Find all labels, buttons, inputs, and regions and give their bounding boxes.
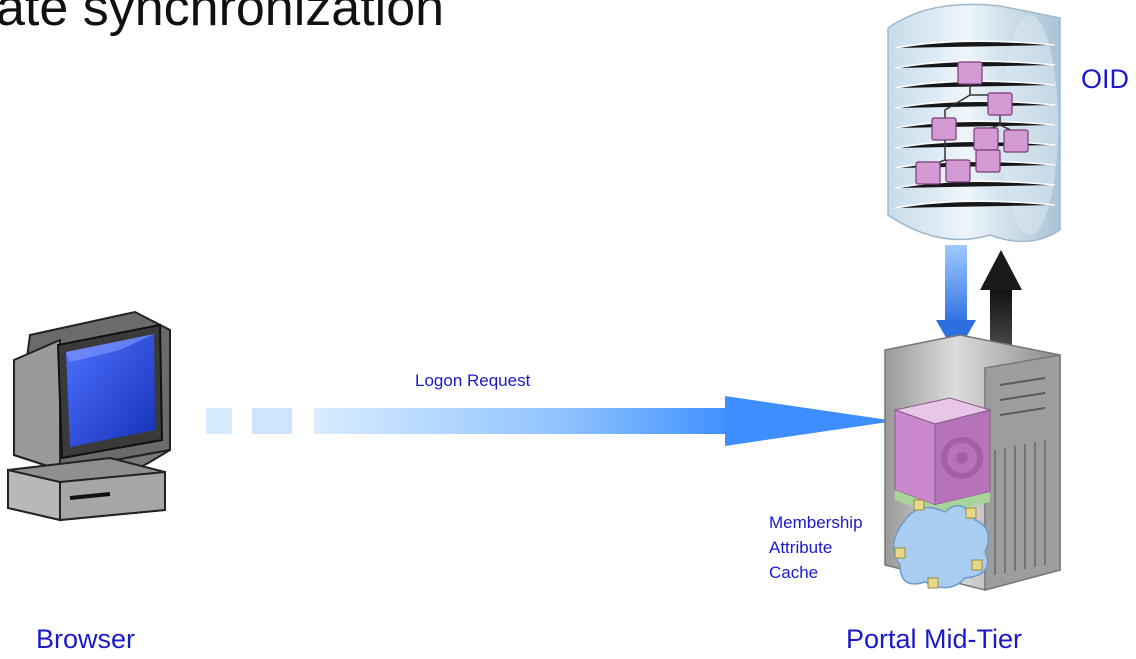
oid-label: OID — [1081, 64, 1130, 94]
oid-directory-icon — [887, 3, 1061, 243]
slide-title: ate synchronization — [0, 0, 445, 37]
browser-label: Browser — [36, 624, 136, 654]
cache-label-line-3: Cache — [769, 563, 819, 582]
portal-midtier-label: Portal Mid-Tier — [846, 624, 1023, 654]
attribute-cache-label: Membership Attribute Cache — [769, 510, 863, 585]
logon-request-label: Logon Request — [415, 371, 531, 390]
browser-computer-icon — [7, 310, 171, 522]
logon-request-arrow — [206, 396, 895, 446]
attribute-cache-cloud-icon — [892, 499, 990, 589]
cache-label-line-1: Membership — [769, 513, 863, 532]
cache-label-line-2: Attribute — [769, 538, 833, 557]
